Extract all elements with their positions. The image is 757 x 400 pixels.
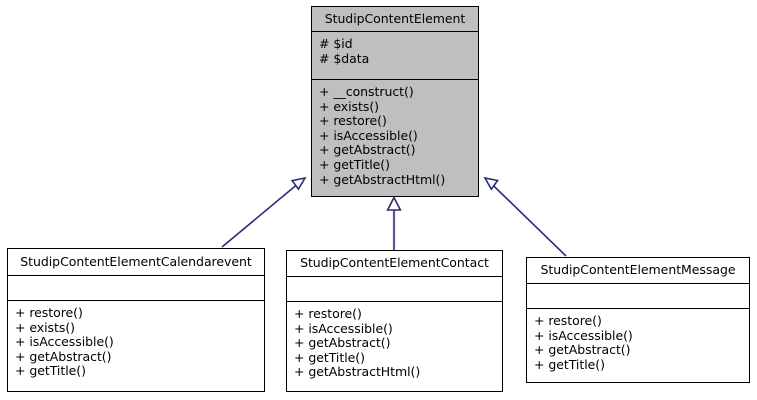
class-name-compartment: StudipContentElementContact	[287, 251, 502, 277]
uml-class-box-studipcontentelement[interactable]: StudipContentElement # $id # $data + __c…	[311, 6, 479, 197]
uml-class-box-studipcontentelementmessage[interactable]: StudipContentElementMessage + restore() …	[526, 257, 750, 383]
attribute-list: # $id # $data	[312, 32, 478, 69]
class-attributes-compartment	[287, 277, 502, 302]
operation-item: + getAbstract()	[294, 335, 391, 351]
edge-line-message	[489, 182, 567, 257]
operation-list: + restore() + exists() + isAccessible() …	[8, 301, 264, 382]
operation-item: + getTitle()	[294, 349, 365, 365]
generalization-edge-calendarevent	[221, 176, 307, 248]
class-operations-compartment: + restore() + exists() + isAccessible() …	[8, 301, 264, 391]
uml-class-box-studipcontentelementcontact[interactable]: StudipContentElementContact + restore() …	[286, 250, 503, 392]
hollow-triangle-arrowhead-icon-message	[483, 176, 499, 191]
class-name-label: StudipContentElementContact	[300, 255, 489, 271]
attribute-item: # $id	[319, 36, 353, 51]
operation-item: + restore()	[15, 305, 83, 320]
operation-list: + restore() + isAccessible() + getAbstra…	[527, 309, 749, 375]
class-attributes-compartment: # $id # $data	[312, 32, 478, 80]
generalization-edge-message	[483, 176, 567, 257]
class-operations-compartment: + restore() + isAccessible() + getAbstra…	[287, 302, 502, 391]
empty-attributes-placeholder	[8, 276, 264, 300]
class-name-label: StudipContentElementCalendarevent	[20, 253, 252, 269]
operation-item: + getTitle()	[534, 356, 605, 372]
operation-item: + isAccessible()	[534, 327, 633, 343]
class-name-label: StudipContentElementMessage	[540, 262, 736, 278]
hollow-triangle-arrowhead-icon-contact	[386, 195, 402, 211]
operation-item: + exists()	[15, 319, 75, 335]
class-name-compartment: StudipContentElementCalendarevent	[8, 249, 264, 276]
operation-list: + __construct() + exists() + restore() +…	[312, 80, 478, 190]
operation-item: + getAbstractHtml()	[294, 364, 421, 380]
empty-attributes-placeholder	[287, 277, 502, 301]
operation-item: + restore()	[319, 113, 387, 129]
operation-item: + getTitle()	[319, 156, 390, 172]
operation-item: + isAccessible()	[294, 320, 393, 336]
attribute-item: # $data	[319, 50, 370, 66]
class-name-compartment: StudipContentElementMessage	[527, 258, 749, 284]
class-attributes-compartment	[8, 276, 264, 301]
edge-line-calendarevent	[221, 181, 301, 248]
operation-item: + __construct()	[319, 84, 414, 99]
class-attributes-compartment	[527, 284, 749, 309]
operation-item: + getTitle()	[15, 363, 86, 379]
operation-list: + restore() + isAccessible() + getAbstra…	[287, 302, 502, 383]
operation-item: + isAccessible()	[15, 334, 114, 350]
operation-item: + getAbstractHtml()	[319, 171, 446, 187]
class-operations-compartment: + __construct() + exists() + restore() +…	[312, 80, 478, 196]
operation-item: + isAccessible()	[319, 127, 418, 143]
operation-item: + getAbstract()	[534, 342, 631, 358]
empty-attributes-placeholder	[527, 284, 749, 308]
operation-item: + exists()	[319, 98, 379, 114]
uml-class-box-studipcontentelementcalendarevent[interactable]: StudipContentElementCalendarevent + rest…	[7, 248, 265, 392]
class-name-compartment: StudipContentElement	[312, 7, 478, 32]
generalization-edge-contact	[386, 195, 402, 250]
class-name-label: StudipContentElement	[324, 10, 466, 26]
operation-item: + restore()	[294, 306, 362, 321]
hollow-triangle-arrowhead-icon-calendarevent	[290, 176, 307, 191]
class-operations-compartment: + restore() + isAccessible() + getAbstra…	[527, 309, 749, 382]
operation-item: + getAbstract()	[319, 142, 416, 158]
operation-item: + restore()	[534, 313, 602, 328]
operation-item: + getAbstract()	[15, 348, 112, 364]
